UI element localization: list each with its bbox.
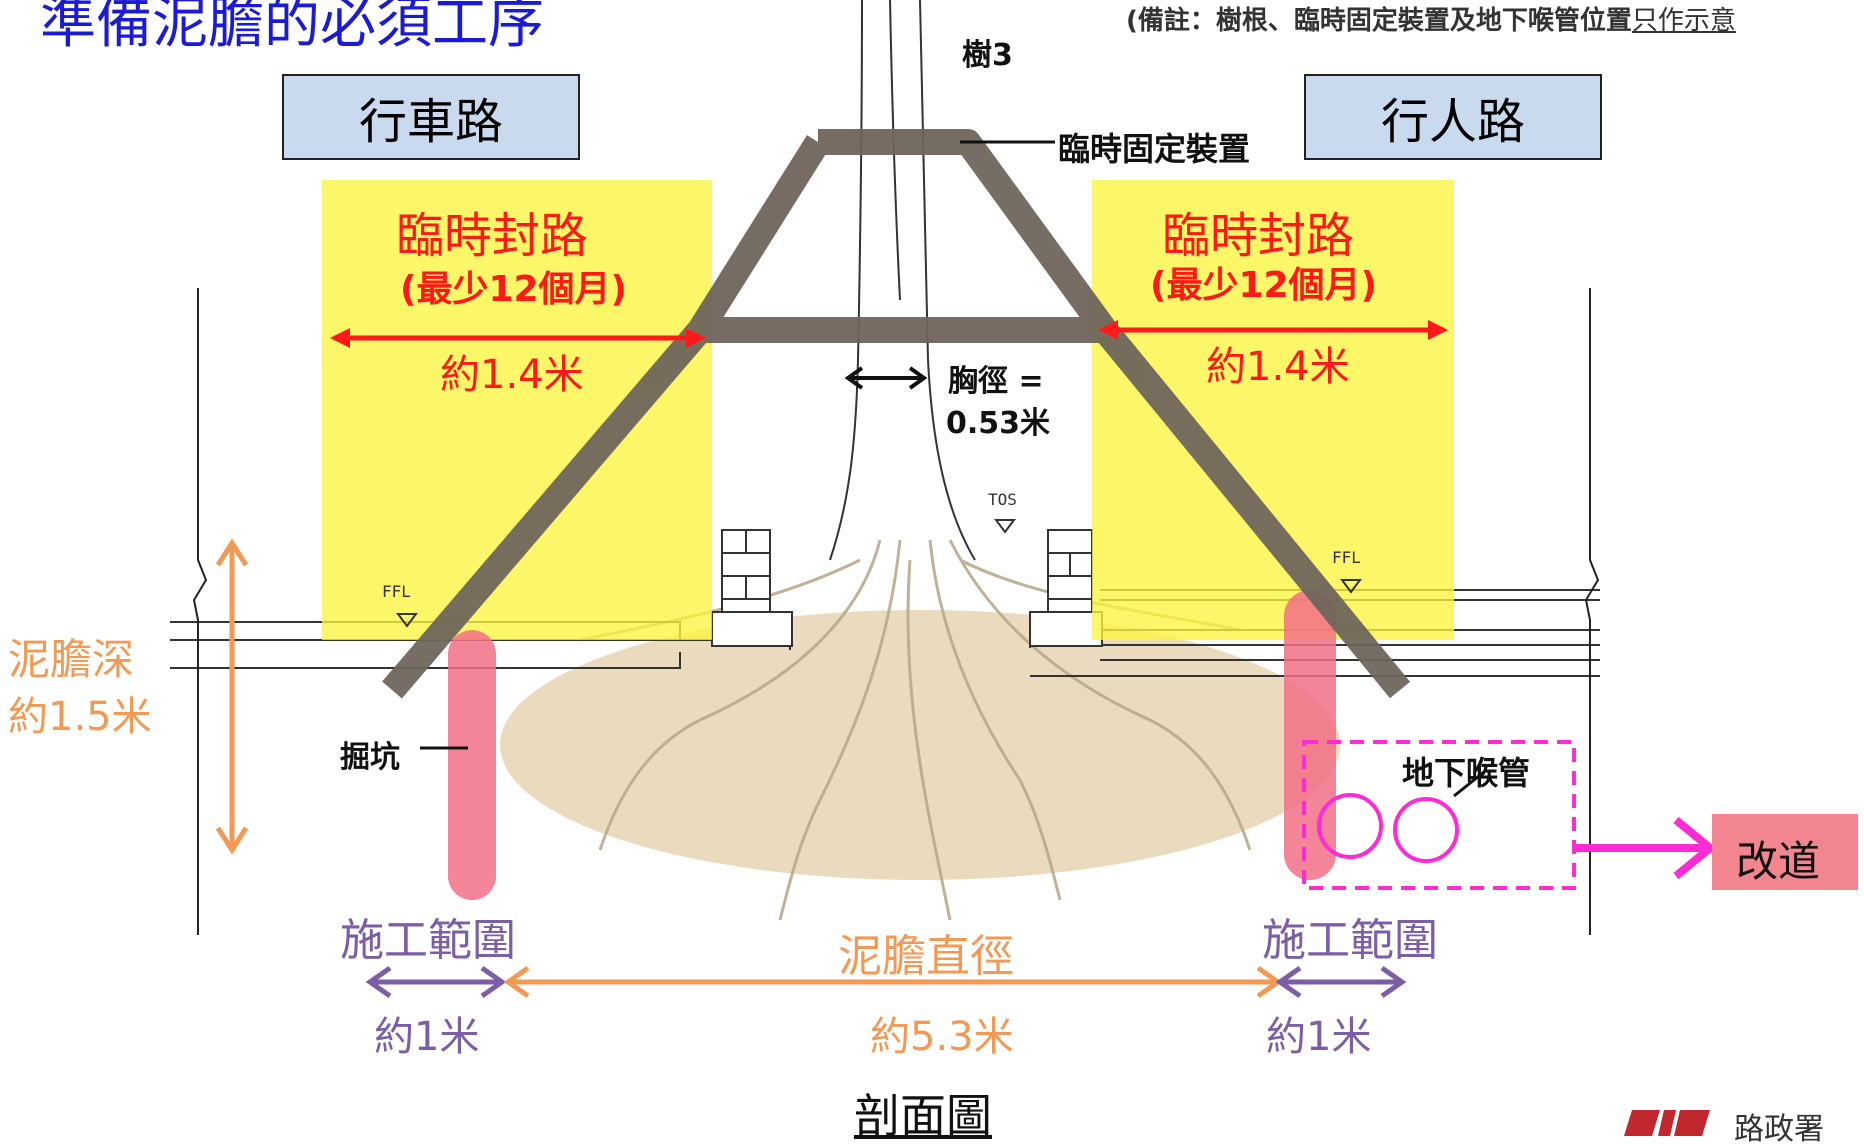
road-left-label: 行車路	[358, 94, 503, 150]
ffl-label-left: FFL	[382, 582, 411, 601]
fixture-label: 臨時固定裝置	[1058, 130, 1251, 168]
excavation-right	[1284, 590, 1336, 880]
ball-diameter-label: 泥膽直徑	[838, 931, 1014, 982]
tree-trunk	[829, 0, 976, 561]
boundary-lines	[192, 288, 1600, 935]
pit-label: 掘坑	[340, 740, 400, 775]
work-area-label-right: 施工範圍	[1262, 915, 1438, 966]
diversion-box	[1712, 814, 1858, 890]
ffl-marker-left	[396, 613, 418, 628]
kerb-left	[711, 529, 793, 647]
tree-label: 樹3	[962, 38, 1013, 73]
work-area-arrow-right	[1275, 965, 1407, 999]
closure-zone-right	[1092, 180, 1454, 640]
work-area-width-left: 約1米	[374, 1014, 480, 1060]
closure-width-right: 約1.4米	[1206, 344, 1350, 390]
pipe-zone	[1302, 740, 1576, 890]
excavation-left	[448, 630, 496, 900]
closure-width-left: 約1.4米	[440, 352, 584, 398]
depth-label-2: 約1.5米	[8, 694, 152, 740]
ffl-label-right: FFL	[1332, 548, 1361, 567]
ffl-marker-right	[1340, 579, 1362, 594]
closure-duration-left: (最少12個月)	[400, 269, 628, 310]
depth-arrow	[215, 538, 249, 855]
closure-title-left: 臨時封路	[396, 208, 589, 264]
work-area-width-right: 約1米	[1266, 1014, 1372, 1060]
dbh-line2: 0.53米	[946, 406, 1051, 441]
road-right-label: 行人路	[1380, 94, 1525, 150]
dbh-line1: 胸徑 =	[948, 364, 1044, 399]
pipe-2	[1393, 797, 1459, 863]
depth-label-1: 泥膽深	[8, 635, 135, 684]
closure-duration-right: (最少12個月)	[1150, 265, 1378, 306]
tos-marker	[994, 519, 1016, 534]
dbh-arrow	[844, 366, 928, 390]
closure-title-right: 臨時封路	[1162, 208, 1355, 264]
section-title: 剖面圖	[854, 1089, 992, 1143]
diversion-arrow	[1574, 816, 1717, 880]
road-left-box: 行車路	[282, 74, 580, 160]
note: (備註：樹根、臨時固定裝置及地下喉管位置只作示意	[1126, 0, 1736, 37]
agency-logo	[1624, 1110, 1710, 1136]
pipe-1	[1317, 793, 1383, 859]
ball-diameter-width: 約5.3米	[870, 1014, 1014, 1060]
diversion-label: 改道	[1736, 837, 1821, 886]
agency-name: 路政署	[1734, 1112, 1824, 1147]
kerb-right	[1029, 529, 1103, 647]
root-ball	[500, 610, 1340, 880]
work-area-label-left: 施工範圍	[340, 915, 516, 966]
work-area-arrow-left	[365, 965, 507, 999]
page-title: 準備泥膽的必須工序	[40, 0, 544, 56]
pipe-leader	[1453, 770, 1485, 798]
road-right-box: 行人路	[1304, 74, 1602, 160]
tos-label: TOS	[988, 490, 1017, 509]
note-underlined: 只作示意	[1631, 6, 1736, 36]
note-prefix: (備註：樹根、臨時固定裝置及地下喉管位置	[1126, 6, 1632, 36]
pipe-label: 地下喉管	[1402, 754, 1531, 792]
